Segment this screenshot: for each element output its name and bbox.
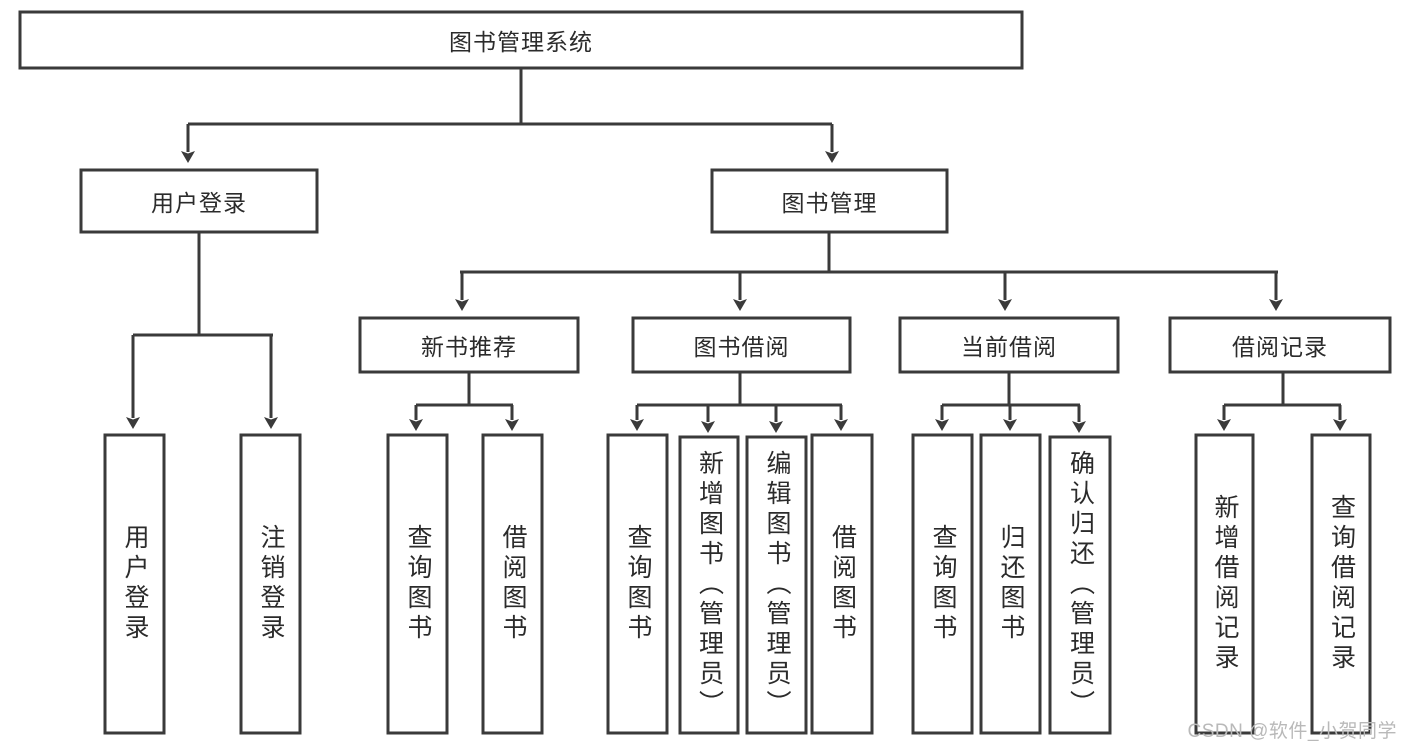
node-current-borrow[interactable] [898, 316, 1120, 374]
connector-new-book-rec-to-leaves [416, 372, 513, 407]
node-leaf-add-book-admin[interactable] [678, 435, 740, 735]
node-leaf-confirm-return-admin[interactable] [1048, 435, 1112, 735]
node-book-management[interactable] [710, 168, 949, 234]
connector-book-borrow-to-leaves [637, 372, 842, 407]
node-leaf-edit-book-admin[interactable] [745, 435, 808, 735]
connector-root-to-level2 [188, 68, 832, 126]
node-leaf-return-book[interactable] [979, 433, 1042, 735]
node-book-borrow[interactable] [631, 316, 852, 374]
connector-user-login-to-leaves [133, 232, 273, 337]
node-leaf-user-login[interactable] [103, 433, 166, 735]
node-leaf-query-book-current[interactable] [911, 433, 974, 735]
node-root-book-management-system[interactable] [18, 10, 1024, 70]
node-leaf-add-borrow-record[interactable] [1194, 433, 1255, 735]
node-leaf-query-book-rec[interactable] [386, 433, 449, 735]
node-new-book-recommend[interactable] [358, 316, 580, 374]
connector-current-borrow-to-leaves [942, 372, 1080, 407]
csdn-watermark: CSDN @软件_小贺同学 [1187, 721, 1397, 742]
node-leaf-query-book-borrow[interactable] [606, 433, 669, 735]
node-leaf-borrow-book-rec[interactable] [481, 433, 544, 735]
node-borrow-record[interactable] [1168, 316, 1392, 374]
node-leaf-borrow-book[interactable] [810, 433, 874, 735]
connector-borrow-record-to-leaves [1224, 372, 1341, 407]
node-leaf-user-logout[interactable] [239, 433, 302, 735]
node-user-login[interactable] [79, 168, 319, 234]
connector-book-management-to-level3 [460, 232, 1278, 274]
node-leaf-query-borrow-record[interactable] [1310, 433, 1372, 735]
